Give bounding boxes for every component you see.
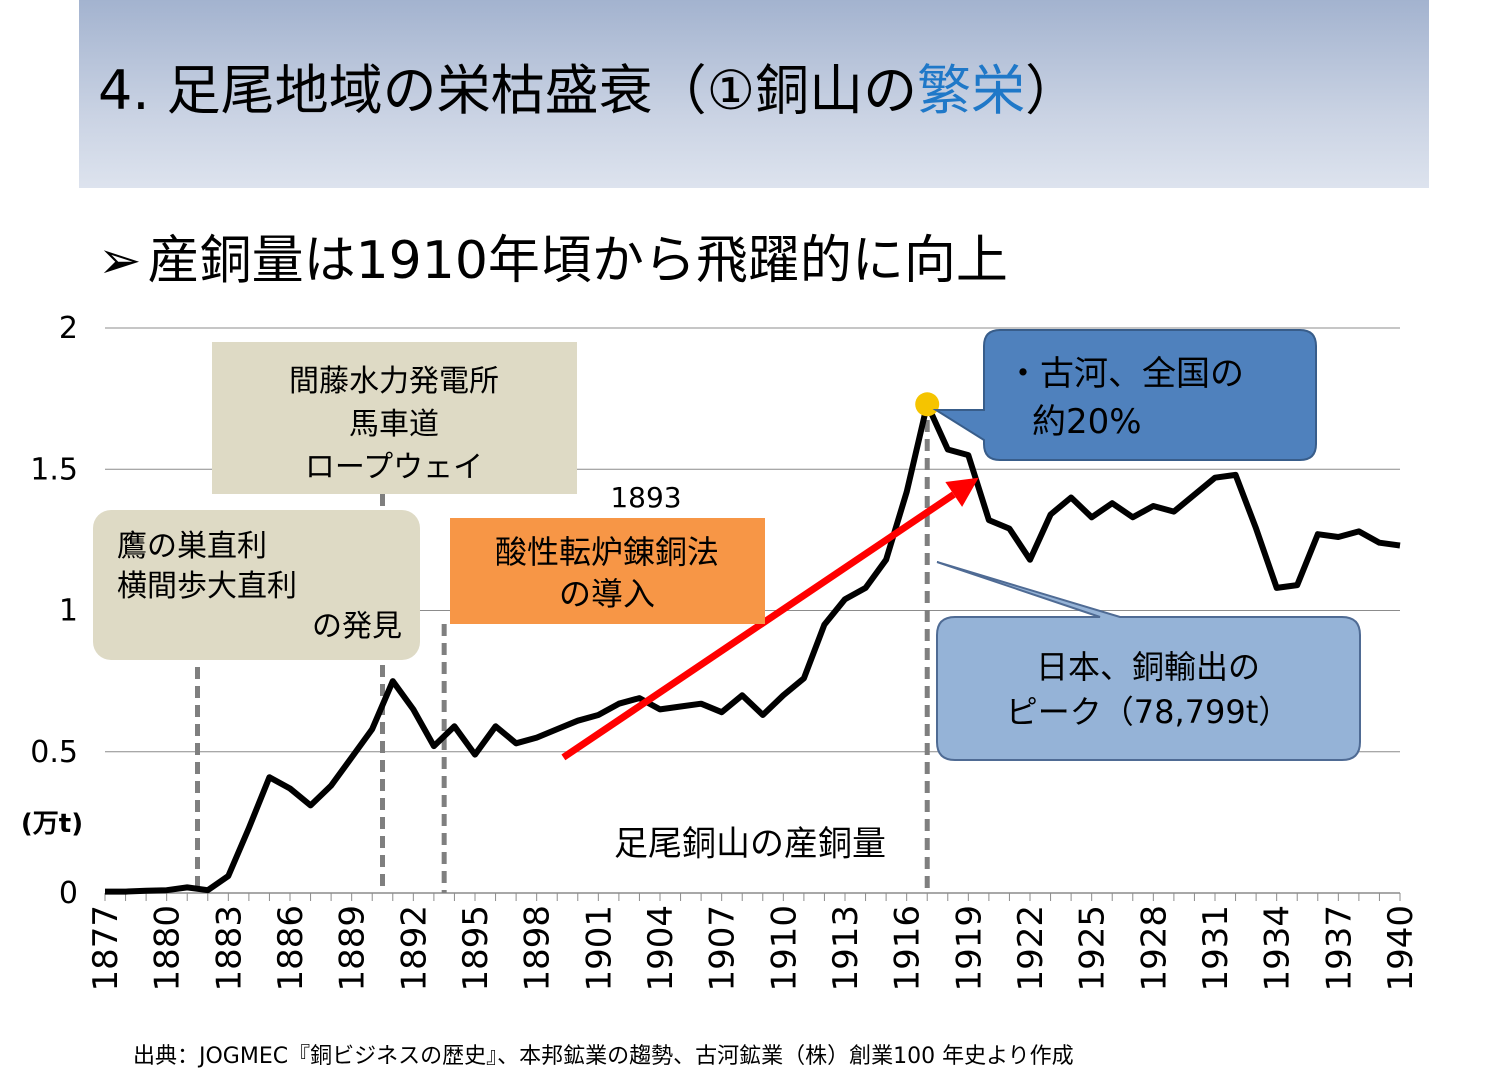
x-tick-label-1886: 1886: [271, 905, 311, 992]
y-tick-label-0.5: 0.5: [30, 735, 78, 770]
production-line: [105, 401, 1401, 895]
title-accent: 繁栄: [917, 59, 1026, 122]
x-tick-label-1934: 1934: [1258, 905, 1298, 992]
peak-marker: [915, 392, 940, 417]
callout-export: [936, 561, 1361, 761]
x-tick-label-1895: 1895: [456, 905, 496, 992]
year-label-1893: 1893: [610, 481, 681, 514]
source-citation: 出典：JOGMEC『銅ビジネスの歴史』、本邦鉱業の趨勢、古河鉱業（株）創業100…: [133, 1044, 1074, 1069]
box-bessemer-line-2: の導入: [559, 575, 655, 613]
x-tick-label-1901: 1901: [579, 905, 619, 992]
callout-export-line-2: ピーク（78,799t）: [1006, 693, 1291, 731]
callout-share-line-2: 約20%: [1032, 402, 1142, 442]
box-water-power: [212, 342, 577, 494]
x-tick-label-1931: 1931: [1196, 905, 1236, 992]
y-tick-label-0: 0: [59, 876, 78, 911]
x-tick-label-1913: 1913: [826, 905, 866, 992]
x-tick-label-1910: 1910: [764, 905, 804, 992]
arrow-bullet-icon: ➢: [98, 231, 142, 291]
x-tick-label-1916: 1916: [888, 905, 928, 992]
x-tick-label-1898: 1898: [518, 905, 558, 992]
x-tick-label-1883: 1883: [209, 905, 249, 992]
y-tick-label-1: 1: [59, 594, 78, 629]
x-tick-label-1919: 1919: [949, 905, 989, 992]
box-water-power-line-1: 間藤水力発電所: [289, 364, 499, 399]
bullet-point: ➢産銅量は1910年頃から飛躍的に向上: [98, 226, 1008, 296]
x-tick-label-1880: 1880: [148, 905, 188, 992]
title-band: [79, 0, 1429, 188]
box-discovery: [93, 510, 420, 660]
x-tick-label-1925: 1925: [1073, 905, 1113, 992]
x-tick-label-1907: 1907: [703, 905, 743, 992]
box-water-power-line-2: 馬車道: [349, 407, 439, 442]
box-discovery-line-2: 横間歩大直利: [117, 569, 297, 604]
x-tick-label-1937: 1937: [1319, 905, 1359, 992]
series-label: 足尾銅山の産銅量: [614, 824, 886, 864]
y-tick-label-2: 2: [59, 311, 78, 346]
box-discovery-line-1: 鷹の巣直利: [117, 529, 267, 564]
x-tick-label-1928: 1928: [1134, 905, 1174, 992]
y-axis-unit-label: (万t): [21, 809, 83, 839]
x-tick-label-1904: 1904: [641, 905, 681, 992]
box-bessemer: [450, 518, 765, 624]
bullet-text: 産銅量は1910年頃から飛躍的に向上: [147, 231, 1008, 291]
callout-export-line-1: 日本、銅輸出の: [1036, 648, 1260, 686]
callout-share-line-1: ・古河、全国の: [1006, 354, 1244, 394]
box-discovery-line-3: の発見: [312, 609, 402, 644]
trend-arrow-head: [945, 477, 979, 507]
x-tick-label-1877: 1877: [86, 905, 126, 992]
title-end: ）: [1025, 59, 1080, 122]
trend-arrow-shaft: [561, 491, 956, 761]
x-tick-label-1892: 1892: [394, 905, 434, 992]
x-tick-label-1889: 1889: [333, 905, 373, 992]
callout-share: [932, 329, 1317, 461]
box-bessemer-line-1: 酸性転炉錬銅法: [495, 533, 719, 571]
x-tick-label-1940: 1940: [1381, 905, 1421, 992]
y-tick-label-1.5: 1.5: [30, 452, 78, 487]
slide-title: 4. 足尾地域の栄枯盛衰（①銅山の繁栄）: [98, 56, 1079, 126]
x-tick-label-1922: 1922: [1011, 905, 1051, 992]
box-water-power-line-3: ロープウェイ: [305, 450, 483, 485]
title-main: 4. 足尾地域の栄枯盛衰（①銅山の: [98, 59, 918, 122]
